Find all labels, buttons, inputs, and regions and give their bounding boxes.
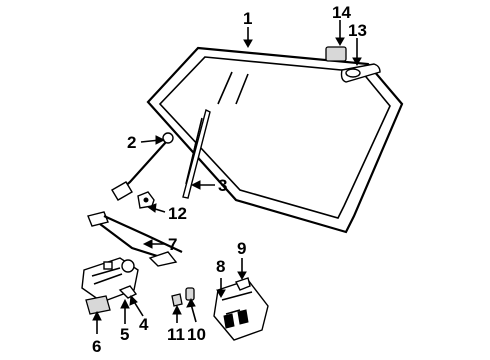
leader-lines [92,20,362,334]
callout-14: 14 [332,3,351,22]
wiper-arm [111,132,174,201]
callout-5: 5 [120,325,129,344]
callout-3: 3 [218,176,227,195]
washer-pump [185,287,195,301]
rear-view-mirror [340,63,381,83]
wiper-linkage [87,211,183,267]
washer-reservoir [213,279,269,341]
washer-cap [235,277,251,291]
callout-12: 12 [168,204,187,223]
callout-2: 2 [127,133,136,152]
mirror-bracket [325,46,347,62]
washer-nozzle [171,293,183,307]
callout-13: 13 [348,21,367,40]
callout-8: 8 [216,257,225,276]
pivot-clip [137,191,155,209]
callout-9: 9 [237,239,246,258]
callout-7: 7 [168,235,177,254]
motor-bracket [118,285,138,299]
callout-1: 1 [243,9,252,28]
callout-11: 11 [167,325,185,344]
wiper-relay [85,295,111,315]
callout-4: 4 [139,315,149,334]
wiper-blade [182,108,211,199]
callout-10: 10 [187,325,206,344]
callout-6: 6 [92,337,101,356]
